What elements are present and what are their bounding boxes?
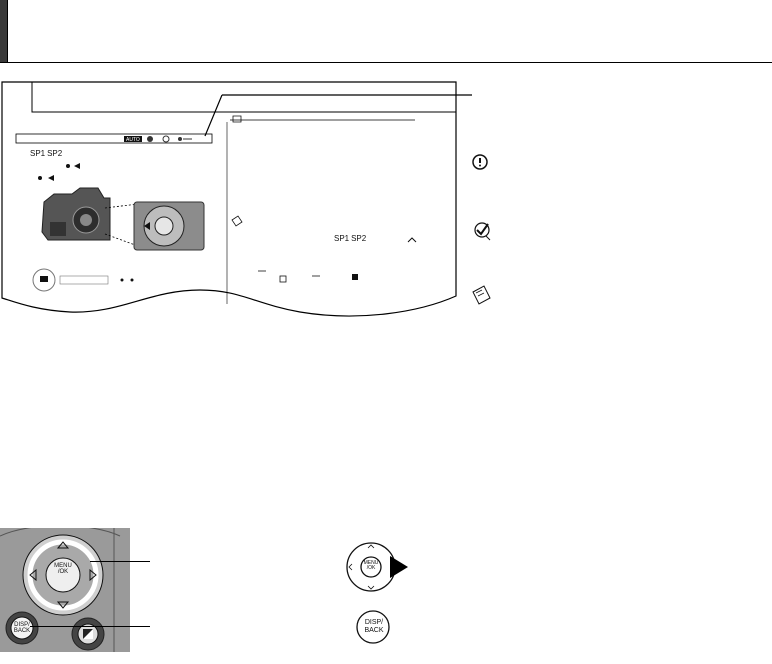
header-divider [7,0,8,62]
legend-disp-text: DISP/ [364,619,384,626]
legend-back-text: BACK [364,627,384,634]
disp-callout-line [30,626,150,627]
caution-icon [472,154,488,170]
right-column-sp-labels: SP1 SP2 [334,235,366,243]
disp-back-button-icon [356,610,390,644]
sp2-label: SP2 [47,149,63,158]
check-icon [474,222,491,241]
legend-menu-ok-label: MENU /OK [361,561,381,571]
memo-icon [472,285,491,305]
legend-disp-back-label: DISP/ BACK [361,619,387,635]
menu-text: MENU [54,563,72,569]
scene-sp1-sp2: SP1 SP2 [30,150,62,158]
auto-mode-label: AUTO [126,137,140,143]
sample-page-illustration: AUTO [1,81,472,317]
back-text: BACK [13,628,31,634]
right-sp2-label: SP2 [351,234,367,243]
header-rule [0,62,772,63]
right-sp1-label: SP1 [334,234,350,243]
disp-back-button-label: DISP/ BACK [10,622,34,634]
page-header [0,0,772,64]
ok-text: /OK [57,569,69,575]
selector-callout-line [90,561,150,562]
camera-control-panel [0,528,130,652]
legend-menu-text: MENU [363,560,379,566]
header-accent-bar [0,0,7,62]
camera-illustration [41,187,205,251]
disp-text: DISP/ [14,622,30,628]
menu-ok-button-label: MENU /OK [50,563,76,575]
sp1-label: SP1 [30,149,46,158]
legend-ok-text: /OK [366,565,376,571]
selector-right-press-icon [346,542,408,592]
page-outline [1,81,457,317]
